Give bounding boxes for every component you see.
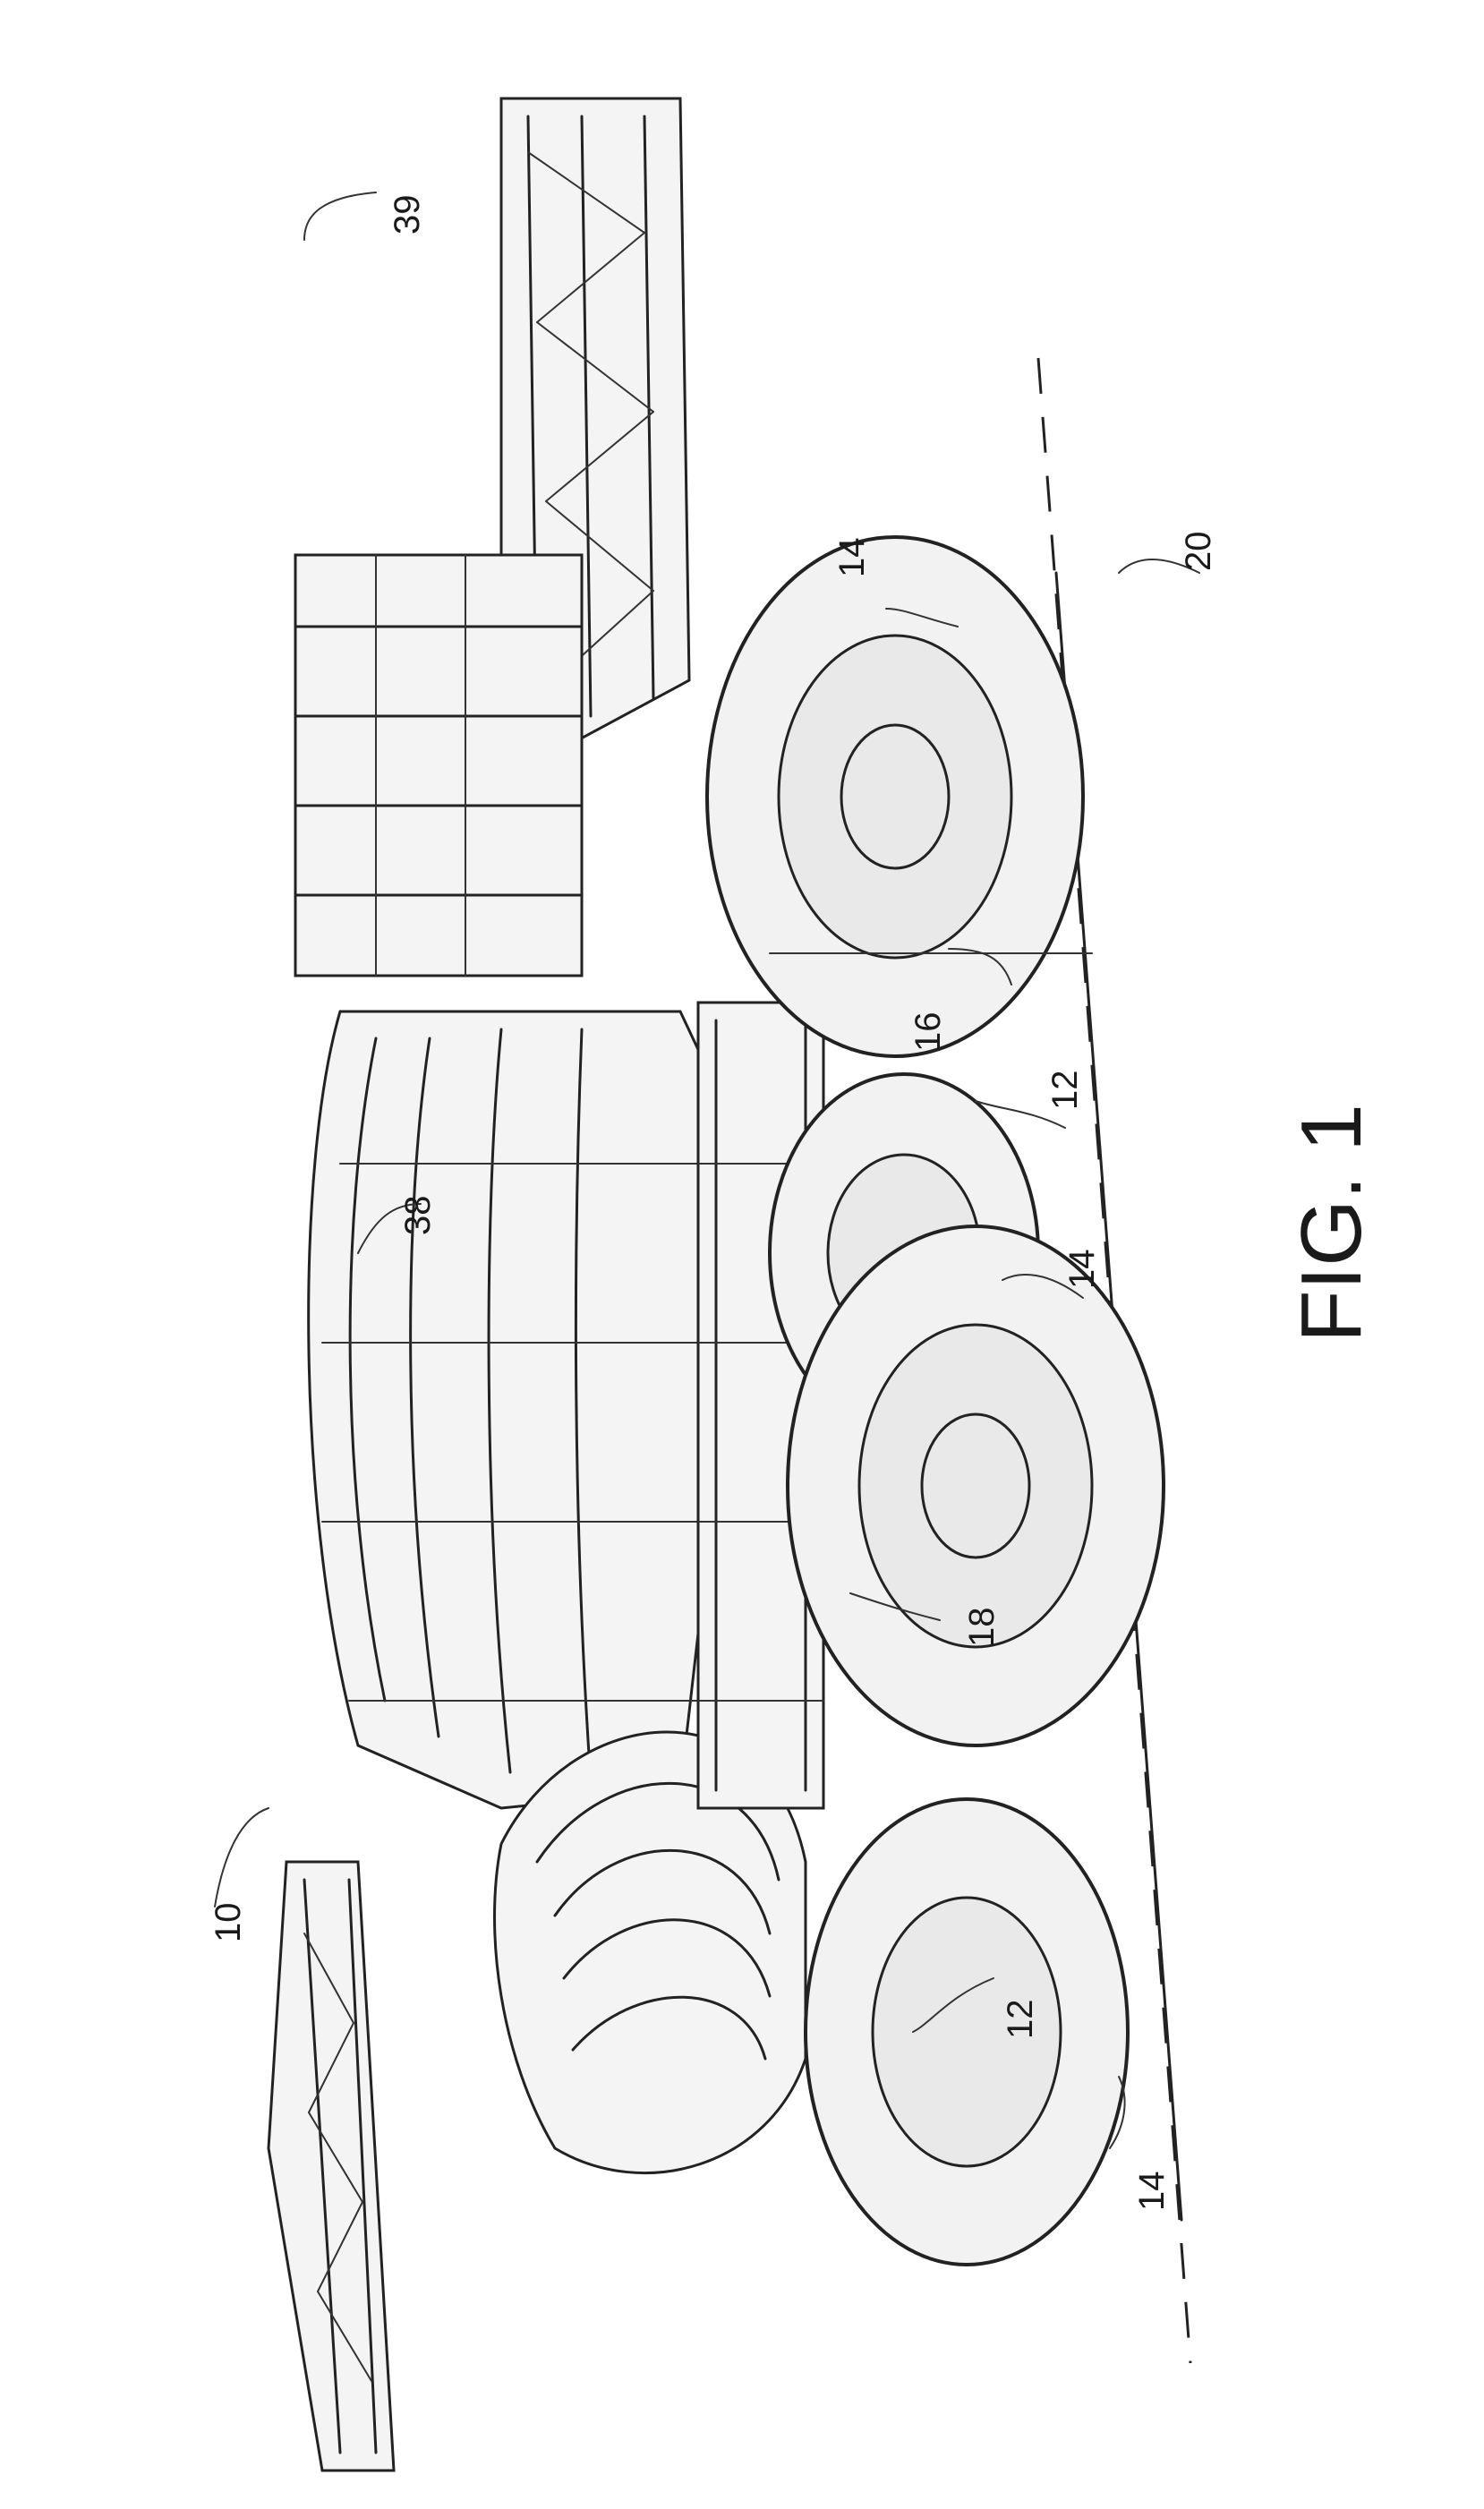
wheel-front-right	[707, 537, 1083, 1056]
label-axle-rear: 12	[1045, 1071, 1085, 1111]
wheel-front-left	[806, 1799, 1128, 2265]
label-axle-front: 12	[1001, 2000, 1040, 2040]
machine-body	[309, 1011, 752, 1808]
label-tank: 38	[398, 1196, 438, 1236]
label-machine: 10	[209, 1903, 248, 1943]
label-wheel-rear-right: 14	[1062, 1250, 1102, 1290]
wheel-rear-left	[788, 1226, 1164, 1745]
boom-left	[269, 1862, 394, 2471]
label-frame: 18	[962, 1608, 1002, 1648]
label-wheel-front-left: 14	[1132, 2172, 1172, 2212]
label-boom: 39	[388, 195, 427, 235]
label-wheel-front-right: 14	[832, 538, 872, 578]
figure-caption: FIG. 1	[1284, 1104, 1379, 1343]
label-ground: 20	[1179, 532, 1218, 572]
label-clearance: 16	[908, 1012, 948, 1053]
boom-right	[295, 98, 689, 976]
